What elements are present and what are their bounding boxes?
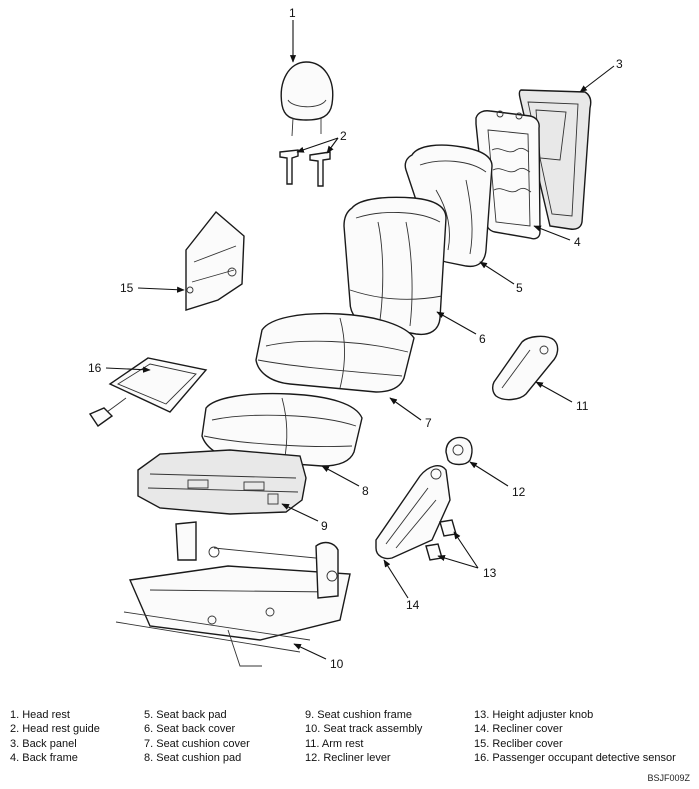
callout-11: 11 (576, 399, 589, 413)
legend-item: 1. Head rest (10, 709, 70, 721)
legend-item: 4. Back frame (10, 752, 78, 765)
figure-code: BSJF009Z (647, 773, 690, 783)
legend-item: 2. Head rest guide (10, 723, 100, 736)
legend-item: 7. Seat cushion cover (144, 737, 250, 750)
legend-column-1: 1. Head rest 2. Head rest guide 3. Back … (10, 708, 100, 766)
callout-4: 4 (574, 235, 581, 249)
legend-item: 10. Seat track assembly (305, 723, 423, 736)
callout-1: 1 (289, 6, 296, 20)
callout-7: 7 (425, 416, 432, 430)
callout-2: 2 (340, 129, 347, 143)
legend-item: 14. Recliner cover (474, 723, 563, 736)
callout-14: 14 (406, 598, 420, 612)
callout-10: 10 (330, 657, 344, 671)
recliber-cover-part (185, 210, 245, 311)
parts-legend: 1. Head rest 2. Head rest guide 3. Back … (10, 708, 690, 774)
legend-column-2: 5. Seat back pad 6. Seat back cover 7. S… (144, 708, 250, 766)
arm-rest-part (491, 335, 559, 401)
legend-item: 6. Seat back cover (144, 723, 236, 736)
legend-column-3: 9. Seat cushion frame 10. Seat track ass… (305, 708, 422, 766)
occupant-sensor-part (88, 357, 208, 427)
legend-column-4: 13. Height adjuster knob 14. Recliner co… (474, 708, 676, 766)
seat-back-pad-part (404, 144, 493, 268)
seat-cushion-cover-part (255, 312, 415, 393)
seat-cushion-frame-part (137, 449, 307, 515)
legend-item: 13. Height adjuster knob (474, 709, 594, 721)
callout-6: 6 (479, 332, 486, 346)
legend-item: 11. Arm rest (305, 737, 364, 750)
legend-item: 9. Seat cushion frame (305, 709, 413, 721)
callout-8: 8 (362, 484, 369, 498)
legend-item: 12. Recliner lever (305, 752, 391, 765)
legend-item: 15. Recliber cover (474, 737, 563, 750)
callout-13: 13 (483, 566, 497, 580)
leader-lines (105, 20, 615, 660)
recliner-lever-part (445, 436, 473, 466)
back-frame-part (475, 110, 541, 240)
exploded-seat-diagram: 1 2 3 4 5 6 7 8 9 10 11 12 13 14 15 16 (88, 6, 623, 671)
seat-back-cover-part (343, 196, 447, 336)
legend-item: 8. Seat cushion pad (144, 752, 242, 765)
legend-item: 16. Passenger occupant detective sensor (474, 752, 676, 765)
legend-item: 3. Back panel (10, 737, 77, 750)
callout-15: 15 (120, 281, 134, 295)
legend-item: 5. Seat back pad (144, 709, 227, 721)
recliner-cover-part (375, 465, 451, 560)
callout-16: 16 (88, 361, 102, 375)
callout-12: 12 (512, 485, 526, 499)
head-rest-guide-part (279, 149, 331, 187)
callout-3: 3 (616, 57, 623, 71)
callout-9: 9 (321, 519, 328, 533)
head-rest-part (280, 61, 334, 137)
seat-track-assembly-part (115, 521, 351, 667)
callout-5: 5 (516, 281, 523, 295)
